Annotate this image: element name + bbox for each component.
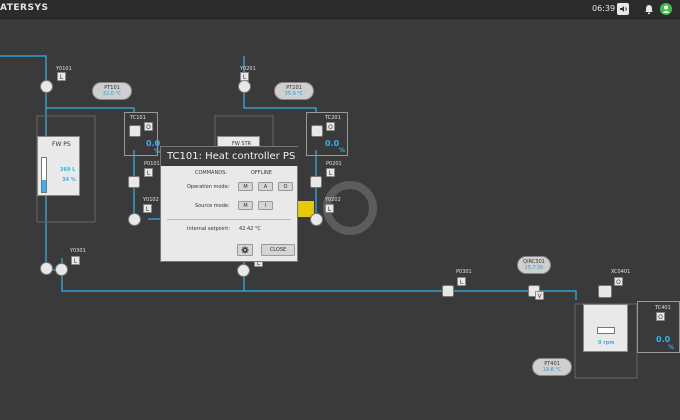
source-manual-button[interactable]: M — [238, 201, 253, 210]
sensor-label: QIRC301 — [523, 259, 545, 265]
tag-y0202: Y0202 — [325, 197, 341, 203]
mixer-blade — [597, 327, 615, 334]
off-button[interactable]: O — [656, 312, 665, 321]
pump-p0101[interactable] — [128, 176, 140, 188]
sensor-label: PT101 — [104, 85, 120, 91]
source-internal-button[interactable]: I — [258, 201, 273, 210]
tc101-unit: % — [154, 148, 161, 155]
tag-tc401: TC401 — [655, 305, 671, 311]
sensor-label: PT201 — [286, 85, 302, 91]
tc401-value: 0.0 — [656, 335, 671, 344]
panel-tc201[interactable]: TC201 O 0.0 % — [306, 112, 348, 156]
setpoint-label: Internal setpoint: — [187, 226, 230, 232]
dialog-title: TC101: Heat controller PS — [161, 147, 299, 166]
local-button[interactable]: L — [71, 256, 80, 265]
tc401-unit: % — [668, 344, 675, 351]
highlight-marker — [297, 201, 314, 217]
tc201-unit: % — [339, 147, 346, 154]
valve-y0301[interactable] — [55, 263, 68, 276]
sensor-label: PT401 — [544, 361, 560, 367]
local-button[interactable]: L — [57, 72, 66, 81]
tank-4[interactable]: 0 rpm — [583, 304, 628, 352]
settings-button[interactable] — [237, 244, 253, 256]
user-icon[interactable] — [660, 3, 672, 15]
operation-mode-label: Operation mode: — [187, 184, 230, 190]
sensor-pt101[interactable]: PT101 32.0 °C — [92, 82, 132, 100]
off-button[interactable]: O — [614, 277, 623, 286]
sensor-value: 32.0 °C — [102, 91, 122, 97]
off-button[interactable]: O — [144, 122, 153, 131]
sensor-value: 35.9 °C — [284, 91, 304, 97]
tank-label: FW PS — [52, 141, 71, 148]
source-mode-label: Source mode: — [195, 203, 230, 209]
tank-level-fill — [42, 180, 46, 192]
bell-icon[interactable] — [643, 3, 655, 15]
operation-manual-button[interactable]: M — [238, 182, 253, 191]
sensor-value: 19.6 °C — [542, 367, 562, 373]
tank-volume: 369 L — [60, 167, 76, 173]
mixer-xc0401[interactable] — [598, 285, 612, 298]
tag-xc0401: XC0401 — [611, 269, 631, 275]
local-button[interactable]: L — [143, 204, 152, 213]
tag-p0301: P0301 — [456, 269, 472, 275]
mixer-rpm: 0 rpm — [598, 340, 615, 346]
tank-fw-ps[interactable]: FW PS 369 L 34 % — [37, 136, 80, 196]
pump-p0301[interactable] — [442, 285, 454, 297]
divider — [167, 219, 291, 220]
operation-off-button[interactable]: O — [278, 182, 293, 191]
clock: 06:39 — [592, 4, 616, 13]
tag-y0101: Y0101 — [56, 66, 72, 72]
tag-tc201: TC201 — [325, 115, 341, 121]
valve-y0202[interactable] — [310, 213, 323, 226]
pump-icon — [311, 125, 323, 137]
local-button[interactable]: L — [457, 277, 466, 286]
tag-y0102: Y0102 — [143, 197, 159, 203]
value-button[interactable]: V — [535, 291, 544, 300]
sensor-value: 25.7 l/h — [524, 265, 544, 271]
valve-return[interactable] — [40, 262, 53, 275]
sensor-qirc301[interactable]: QIRC301 25.7 l/h — [517, 256, 551, 274]
panel-tc401[interactable]: TC401 O 0.0 % — [637, 301, 680, 353]
tag-y0301: Y0301 — [70, 248, 86, 254]
tag-p0201: P0201 — [326, 161, 342, 167]
commands-label: COMMANDS: — [195, 170, 227, 176]
controller-dialog: TC101: Heat controller PS COMMANDS: OFFL… — [160, 146, 299, 262]
setpoint-value: 42.42 °C — [239, 226, 261, 232]
commands-value: OFFLINE — [251, 170, 272, 176]
valve-outlet[interactable] — [237, 264, 250, 277]
tc101-value: 0.0 — [146, 139, 161, 148]
pump-p0201[interactable] — [310, 176, 322, 188]
sensor-pt201[interactable]: PT201 35.9 °C — [274, 82, 314, 100]
valve-y0102[interactable] — [128, 213, 141, 226]
local-button[interactable]: L — [326, 168, 335, 177]
local-button[interactable]: L — [240, 72, 249, 81]
tank-label: FW STR — [232, 141, 252, 147]
gear-icon — [241, 246, 249, 254]
off-button[interactable]: O — [326, 122, 335, 131]
close-button[interactable]: CLOSE — [261, 244, 295, 256]
tc201-value: 0.0 — [325, 139, 340, 148]
panel-tc101[interactable]: TC101 O 0.0 — [124, 112, 161, 156]
tank-percent: 34 % — [62, 177, 76, 183]
tank-level-gauge — [41, 157, 47, 193]
local-button[interactable]: L — [144, 168, 153, 177]
tag-p0101: P0101 — [144, 161, 160, 167]
operation-auto-button[interactable]: A — [258, 182, 273, 191]
local-button[interactable]: L — [325, 204, 334, 213]
pump-icon — [129, 125, 141, 137]
valve-y0101[interactable] — [40, 80, 53, 93]
tag-tc101: TC101 — [130, 115, 146, 121]
app-brand: ATERSYS — [0, 3, 49, 13]
top-bar: ATERSYS 06:39 — [0, 0, 680, 19]
speaker-icon[interactable] — [617, 3, 629, 15]
sensor-pt401[interactable]: PT401 19.6 °C — [532, 358, 572, 376]
tag-y0201: Y0201 — [240, 66, 256, 72]
